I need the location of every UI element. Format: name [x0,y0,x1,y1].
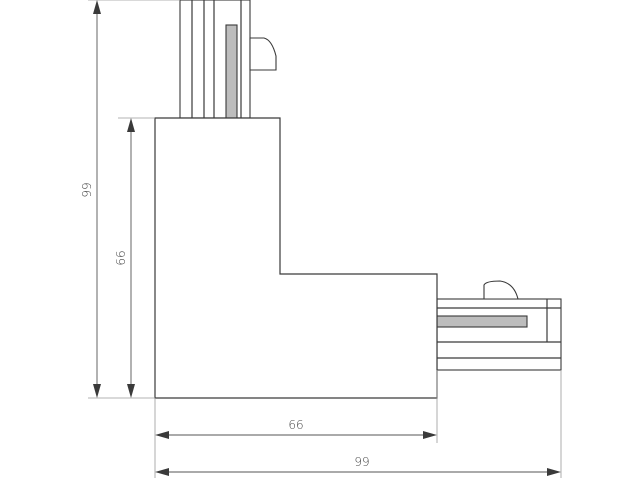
arrow-down-overall-height [93,384,101,398]
arrow-right-body-width [423,431,437,439]
right-rail-section [436,280,562,371]
dimension-body-height: 66 [114,118,135,398]
dimension-overall-width: 99 [155,455,561,476]
top-contact-strip [225,24,238,119]
top-rail-body [179,0,251,119]
arrow-right-overall-width [547,468,561,476]
right-latch-clip [483,280,519,300]
arrow-up-overall-height [93,0,101,14]
top-rail-section [179,0,277,119]
dimension-overall-height: 99 [80,0,101,398]
arrow-left-overall-width [155,468,169,476]
arrow-up-body-height [127,118,135,132]
top-latch-clip [249,37,277,71]
label-body-width: 66 [288,418,303,432]
label-overall-height: 99 [80,182,94,197]
l-connector-body [154,117,438,399]
label-body-height: 66 [114,250,128,265]
right-rail-body [436,298,562,371]
label-overall-width: 99 [354,455,369,469]
dimension-body-width: 66 [155,418,437,439]
arrow-down-body-height [127,384,135,398]
extension-lines [88,0,562,478]
right-contact-strip [436,315,528,328]
arrow-left-body-width [155,431,169,439]
